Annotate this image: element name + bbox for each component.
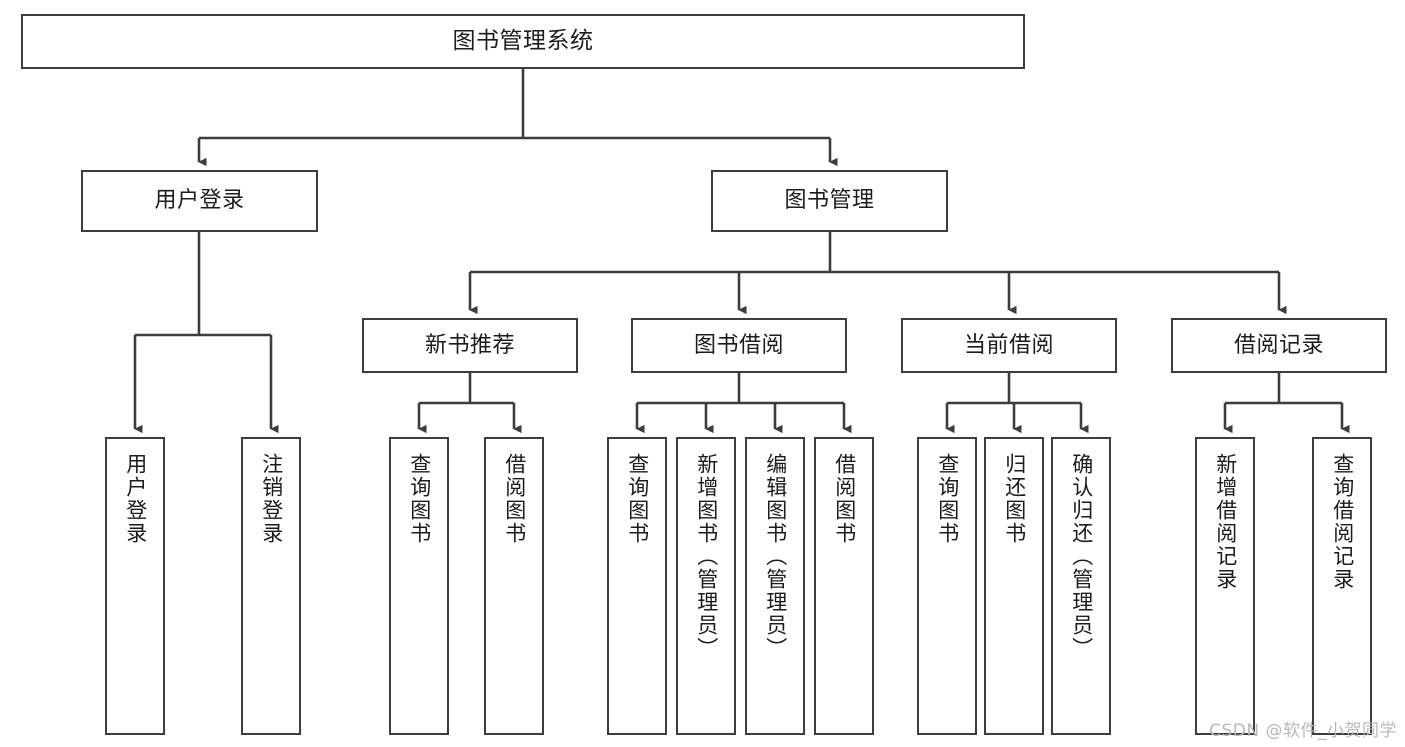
- leaf-borrow-record-query-record[interactable]: 查询借阅记录: [1312, 437, 1372, 735]
- leaf-user-login-login[interactable]: 用户登录: [105, 437, 165, 735]
- node-label: 新书推荐: [424, 332, 515, 358]
- node-label: 归还图书: [1002, 453, 1027, 545]
- leaf-book-borrow-query-book[interactable]: 查询图书: [607, 437, 667, 735]
- node-label: 编辑图书（管理员）: [763, 453, 788, 660]
- leaf-new-book-borrow-book[interactable]: 借阅图书: [484, 437, 544, 735]
- node-new-book-recommendation[interactable]: 新书推荐: [362, 318, 578, 373]
- csdn-watermark: CSDN @软件_小贺同学: [1209, 721, 1397, 741]
- node-label: 新增借阅记录: [1213, 453, 1238, 591]
- node-label: 图书管理系统: [452, 27, 594, 54]
- node-borrow-record[interactable]: 借阅记录: [1171, 318, 1387, 373]
- leaf-book-borrow-borrow-book[interactable]: 借阅图书: [814, 437, 874, 735]
- node-current-borrowing[interactable]: 当前借阅: [901, 318, 1117, 373]
- node-label: 确认归还（管理员）: [1069, 453, 1094, 660]
- leaf-current-borrow-query-book[interactable]: 查询图书: [917, 437, 977, 735]
- leaf-book-borrow-add-book-admin[interactable]: 新增图书（管理员）: [676, 437, 736, 735]
- node-label: 查询图书: [407, 453, 432, 545]
- node-label: 当前借阅: [963, 332, 1054, 358]
- leaf-current-borrow-confirm-return-admin[interactable]: 确认归还（管理员）: [1051, 437, 1111, 735]
- node-label: 注销登录: [259, 453, 284, 545]
- node-book-management[interactable]: 图书管理: [711, 170, 948, 232]
- node-label: 查询图书: [935, 453, 960, 545]
- leaf-borrow-record-add-record[interactable]: 新增借阅记录: [1195, 437, 1255, 735]
- node-label: 图书管理: [784, 188, 875, 214]
- leaf-current-borrow-return-book[interactable]: 归还图书: [984, 437, 1044, 735]
- node-root-book-management-system[interactable]: 图书管理系统: [21, 14, 1025, 69]
- node-label: 借阅记录: [1233, 332, 1324, 358]
- node-label: 查询借阅记录: [1330, 453, 1355, 591]
- node-label: 图书借阅: [693, 332, 784, 358]
- node-label: 新增图书（管理员）: [694, 453, 719, 660]
- node-label: 借阅图书: [832, 453, 857, 545]
- node-label: 借阅图书: [502, 453, 527, 545]
- node-label: 用户登录: [154, 188, 245, 214]
- leaf-user-login-logout[interactable]: 注销登录: [241, 437, 301, 735]
- node-book-borrowing[interactable]: 图书借阅: [631, 318, 847, 373]
- leaf-new-book-query-book[interactable]: 查询图书: [389, 437, 449, 735]
- node-label: 用户登录: [123, 453, 148, 545]
- node-user-login[interactable]: 用户登录: [81, 170, 318, 232]
- node-label: 查询图书: [625, 453, 650, 545]
- leaf-book-borrow-edit-book-admin[interactable]: 编辑图书（管理员）: [745, 437, 805, 735]
